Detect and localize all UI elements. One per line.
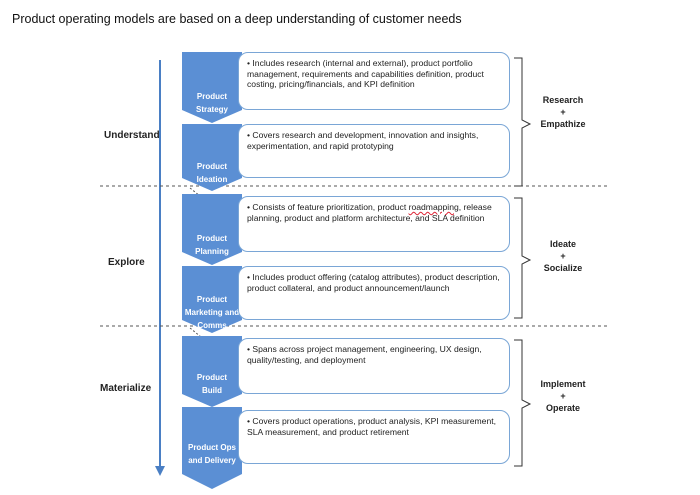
chevron-product-build (182, 336, 242, 407)
chevron-product-ops (182, 407, 242, 489)
description-box-product-strategy: • Includes research (internal and extern… (238, 52, 510, 110)
step-label-line: Ideation (196, 175, 228, 184)
step-label-product-build: Product Build (176, 371, 248, 397)
description-text: • Spans across project management, engin… (247, 344, 482, 365)
phase-materialize: Materialize (100, 383, 152, 394)
group-label-line: Research (542, 95, 584, 105)
chevron-product-marketing (182, 266, 242, 333)
description-text: • Includes research (internal and extern… (247, 58, 484, 89)
description-text: • Consists of feature prioritization, pr… (247, 202, 409, 212)
phase-understand: Understand (104, 130, 160, 141)
description-box-product-build: • Spans across project management, engin… (238, 338, 510, 394)
step-label-line: Product (196, 373, 228, 382)
group-label-research-empathize: Research + Empathize (518, 94, 608, 130)
description-text: • Covers research and development, innov… (247, 130, 479, 151)
brace-2 (514, 197, 532, 319)
step-label-line: Marketing and (184, 308, 240, 317)
chevron-product-ideation (182, 124, 242, 191)
description-box-product-planning: • Consists of feature prioritization, pr… (238, 196, 510, 252)
chevron-product-planning (182, 194, 242, 265)
step-label-line: Product (196, 92, 228, 101)
brace-1 (514, 57, 532, 187)
step-label-product-strategy: Product Strategy (176, 90, 248, 116)
step-label-line: Product (196, 162, 228, 171)
description-box-product-ops: • Covers product operations, product ana… (238, 410, 510, 464)
group-label-line: Ideate (549, 239, 576, 249)
phase-explore: Explore (108, 257, 145, 268)
step-label-product-planning: Product Planning (176, 232, 248, 258)
description-underlined-word: roadmapping (408, 202, 459, 212)
step-label-line: Build (202, 386, 222, 395)
group-label-line: + (560, 107, 566, 117)
group-label-line: Socialize (543, 263, 583, 273)
group-label-line: + (560, 251, 566, 261)
step-label-product-marketing: Product Marketing and Comms (176, 293, 248, 332)
step-label-line: Planning (195, 247, 229, 256)
diagram-title: Product operating models are based on a … (12, 12, 462, 26)
brace-3 (514, 339, 532, 467)
description-text: , release planning, product and platform… (247, 202, 492, 223)
step-label-product-ideation: Product Ideation (176, 160, 248, 186)
group-label-line: Operate (545, 403, 580, 413)
group-label-line: Implement (540, 379, 586, 389)
step-label-line: Strategy (195, 105, 228, 114)
description-text: • Includes product offering (catalog att… (247, 272, 500, 293)
chevron-product-strategy (182, 52, 242, 123)
process-axis-arrowhead (155, 466, 165, 476)
description-box-product-marketing: • Includes product offering (catalog att… (238, 266, 510, 320)
description-box-product-ideation: • Covers research and development, innov… (238, 124, 510, 178)
step-label-line: Comms (197, 321, 227, 330)
step-label-line: and Delivery (188, 456, 236, 465)
group-label-line: + (560, 391, 566, 401)
description-text: • Covers product operations, product ana… (247, 416, 497, 437)
group-label-ideate-socialize: Ideate + Socialize (518, 238, 608, 274)
group-label-implement-operate: Implement + Operate (518, 378, 608, 414)
step-label-product-ops: Product Ops and Delivery (176, 441, 248, 467)
step-label-line: Product (196, 295, 228, 304)
step-label-line: Product (196, 234, 228, 243)
group-label-line: Empathize (540, 119, 586, 129)
step-label-line: Product Ops (187, 443, 236, 452)
